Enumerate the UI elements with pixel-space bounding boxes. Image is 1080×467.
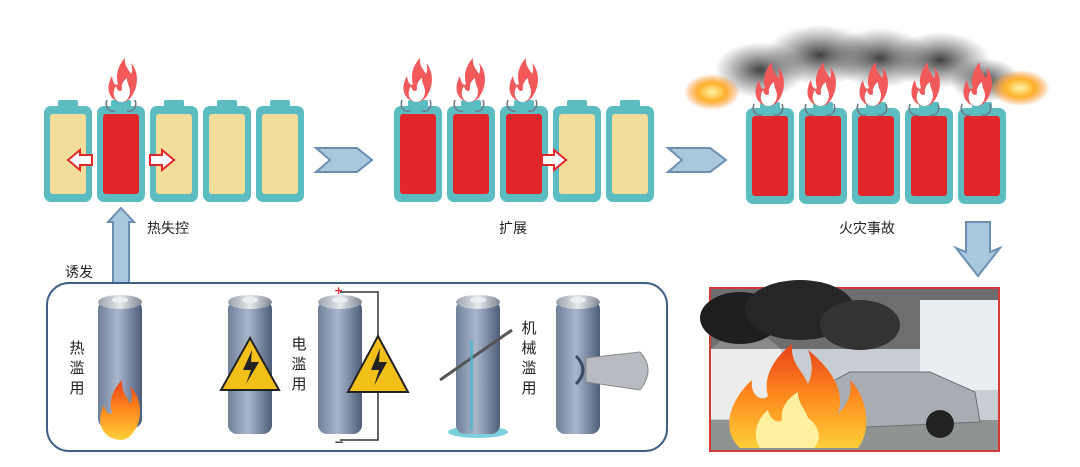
stage-label-expansion: 扩展 (499, 221, 527, 237)
car-fire-photo (700, 280, 1000, 452)
battery-cell-runaway (447, 100, 495, 202)
crush-rod (585, 351, 649, 391)
trigger-label: 诱发 (65, 265, 93, 281)
battery-cell-normal (606, 100, 654, 202)
battery-cell-runaway (852, 102, 900, 204)
cylinder-cell-mechanical-2 (556, 295, 649, 434)
stage-label-fire-accident: 火灾事故 (839, 221, 895, 237)
fire-jet-left (684, 74, 740, 110)
fire-jet-right (990, 70, 1050, 106)
svg-text:−: − (334, 435, 344, 449)
cylinder-cell-thermal (98, 295, 142, 440)
stage-label-thermal-runaway: 热失控 (147, 221, 189, 237)
chevron-right-icon (313, 147, 374, 173)
battery-cell-runaway (500, 100, 548, 202)
battery-cell-runaway (799, 102, 847, 204)
battery-cell-runaway (905, 102, 953, 204)
battery-cell-runaway (97, 100, 145, 202)
warning-icon (346, 333, 410, 393)
abuse-label-electrical: 电 滥 用 (291, 335, 307, 393)
battery-cell-runaway (958, 102, 1006, 204)
nail-icon (439, 328, 513, 382)
abuse-label-thermal: 热 滥 用 (69, 339, 85, 397)
cylinder-cell-electrical-1 (219, 295, 281, 434)
stage2-battery-pack (394, 100, 654, 202)
battery-cell-normal (150, 100, 198, 202)
svg-text:+: + (334, 284, 343, 297)
stage3-battery-pack (746, 102, 1006, 204)
battery-cell-normal (553, 100, 601, 202)
battery-cell-normal (44, 100, 92, 202)
cylinder-cell-electrical-2: + − (318, 284, 410, 449)
battery-cell-normal (256, 100, 304, 202)
battery-cell-normal (203, 100, 251, 202)
trigger-arrow-up (105, 206, 137, 286)
stage1-battery-pack (44, 100, 304, 202)
abuse-label-mechanical: 机 械 滥 用 (521, 319, 537, 397)
flame-icon (100, 380, 141, 440)
battery-cell-runaway (394, 100, 442, 202)
cylinder-cell-mechanical-1 (439, 295, 513, 438)
warning-icon (219, 335, 281, 391)
chevron-right-icon (665, 147, 728, 173)
chevron-down-icon (952, 221, 1004, 278)
battery-cell-runaway (746, 102, 794, 204)
